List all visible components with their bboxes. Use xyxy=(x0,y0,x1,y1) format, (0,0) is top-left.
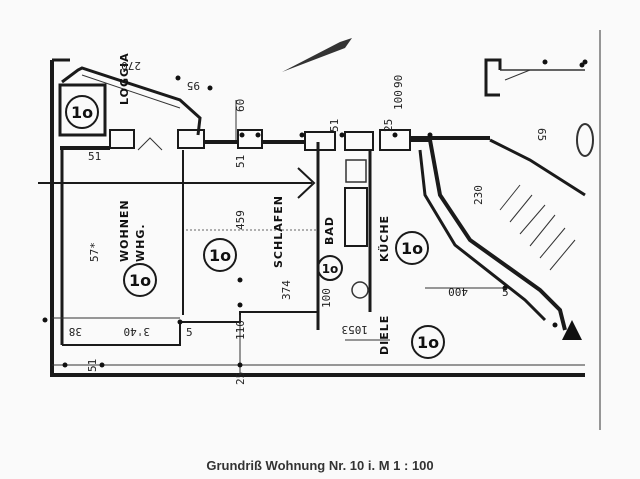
bath-fixture xyxy=(345,159,367,183)
room-label-bad: BAD xyxy=(323,216,336,245)
unit-badge-kuche: 1o xyxy=(395,231,429,265)
dim-270: 270 xyxy=(121,59,141,72)
dim-51-b: 51 xyxy=(234,155,247,168)
svg-text:1o: 1o xyxy=(417,333,439,352)
dim-5: 5 xyxy=(186,326,193,339)
dim-400: 400 xyxy=(448,285,468,298)
wall-hall-top xyxy=(62,311,318,346)
svg-text:1o: 1o xyxy=(401,239,423,258)
room-label-schlafen: SCHLAFEN xyxy=(272,195,285,268)
door-swing-loggia xyxy=(137,137,163,151)
dim-374: 374 xyxy=(280,280,293,300)
stair-inner-wall xyxy=(418,149,547,322)
dim-markers xyxy=(42,59,588,368)
dim-57: 57* xyxy=(88,242,101,262)
stair-upper-wall xyxy=(489,138,586,197)
unit-badge-bad: 1o xyxy=(317,255,343,281)
window-4 xyxy=(304,131,336,151)
outer-wall-left-bottom xyxy=(50,60,585,377)
dim-90: 90 xyxy=(392,75,405,88)
room-label-kuche: KÜCHE xyxy=(377,215,391,262)
unit-badge-loggia: 1o xyxy=(65,95,99,129)
window-1 xyxy=(109,129,135,149)
floor-plan-drawing: LOGGIA WOHNEN WHG. SCHLAFEN BAD KÜCHE DI… xyxy=(38,30,601,430)
stair-treads xyxy=(499,184,576,271)
dim-25-b: 25 xyxy=(234,372,247,385)
dim-100: 100 xyxy=(392,90,405,110)
bathtub xyxy=(344,187,368,247)
stair-top-post xyxy=(484,58,502,97)
section-arrow-icon xyxy=(297,167,316,199)
stair-outer-wall xyxy=(410,138,567,331)
svg-text:1o: 1o xyxy=(71,103,93,122)
loggia-pillar xyxy=(58,83,107,137)
room-label-diele: DIELE xyxy=(378,315,391,355)
window-2 xyxy=(177,129,205,149)
dim-1053: 1053 xyxy=(342,323,369,336)
dim-25-a: 25 xyxy=(382,119,395,132)
svg-text:1o: 1o xyxy=(322,262,339,276)
room-label-loggia: LOGGIA xyxy=(118,52,131,105)
dim-51-a: 51 xyxy=(88,150,101,163)
pencil-mark-icon xyxy=(282,38,352,72)
unit-badge-diele: 1o xyxy=(411,325,445,359)
stair-top-detail xyxy=(504,69,585,81)
stair-newel xyxy=(576,123,594,157)
dim-65: 65 xyxy=(535,128,548,141)
loggia-outer-wall xyxy=(61,66,202,136)
dim-51-c: 51 xyxy=(328,119,341,132)
plan-caption: Grundriß Wohnung Nr. 10 i. M 1 : 100 xyxy=(206,458,434,473)
unit-badge-schlafen: 1o xyxy=(203,238,237,272)
unit-badge-wohnen: 1o xyxy=(123,263,157,297)
window-3 xyxy=(237,129,263,149)
dim-459: 459 xyxy=(234,210,247,230)
dim-5-b: 5 xyxy=(502,286,509,299)
stair-arrow-icon xyxy=(562,320,582,340)
dim-110: 110 xyxy=(234,320,247,340)
toilet xyxy=(351,281,369,299)
window-5 xyxy=(344,131,374,151)
svg-text:1o: 1o xyxy=(209,246,231,265)
svg-text:1o: 1o xyxy=(129,271,151,290)
dim-100-b: 100 xyxy=(320,288,333,308)
dim-60: 60 xyxy=(234,99,247,112)
dim-38: 38 xyxy=(69,325,82,338)
loggia-rail xyxy=(81,74,181,109)
dim-95: 95 xyxy=(187,79,200,92)
room-label-wohnen: WOHNEN xyxy=(118,199,131,262)
dim-51-d: 51 xyxy=(86,359,99,372)
room-label-whg: WHG. xyxy=(134,223,147,262)
dim-230: 230 xyxy=(472,185,485,205)
dim-340: 3'40 xyxy=(124,325,151,338)
